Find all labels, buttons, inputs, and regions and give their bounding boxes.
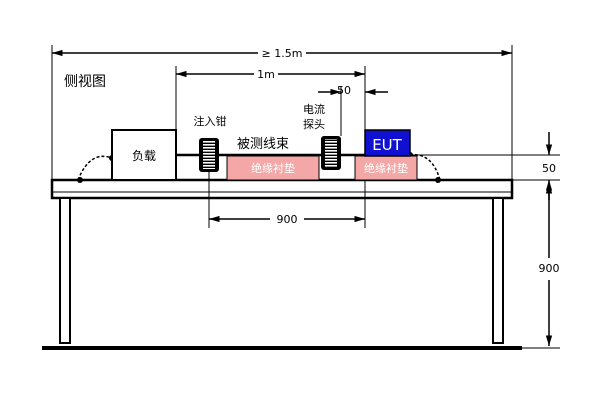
view-label: 侧视图 (64, 74, 106, 90)
insulation-pad-2 (354, 155, 418, 181)
current-probe-label-line2: 探头 (303, 118, 325, 131)
injection-clamp (199, 138, 219, 172)
insulation-pad-1 (226, 155, 320, 181)
dim-overall (51, 45, 513, 180)
eut-box (364, 129, 411, 157)
dim-cable-height-label: 50 (542, 162, 556, 175)
eut-label: EUT (372, 136, 402, 154)
dim-1m-label: 1m (257, 68, 275, 81)
dim-overall-label: ≥ 1.5m (262, 47, 303, 60)
insulation-pad-2-label: 绝缘衬垫 (364, 161, 408, 175)
dim-probe-gap (318, 86, 388, 136)
ground-strap-left (77, 155, 113, 181)
insulation-pad-1-label: 绝缘衬垫 (251, 161, 295, 175)
table-leg-left (59, 197, 71, 344)
current-probe (321, 136, 341, 170)
cable-bundle-label: 被测线束 (237, 137, 289, 152)
test-table (42, 178, 522, 350)
dim-table-height (522, 183, 560, 349)
dim-clamp-to-eut (208, 172, 366, 228)
dim-1m (175, 66, 366, 130)
load-box (111, 129, 177, 181)
load-label: 负载 (132, 149, 156, 163)
dim-table-height-label: 900 (539, 262, 560, 275)
current-probe-label-line1: 电流 (303, 102, 325, 116)
table-leg-right (492, 197, 504, 344)
injection-clamp-label: 注入钳 (194, 114, 227, 128)
dim-clamp-to-eut-label: 900 (277, 213, 298, 226)
dim-probe-gap-label: 50 (337, 84, 351, 97)
